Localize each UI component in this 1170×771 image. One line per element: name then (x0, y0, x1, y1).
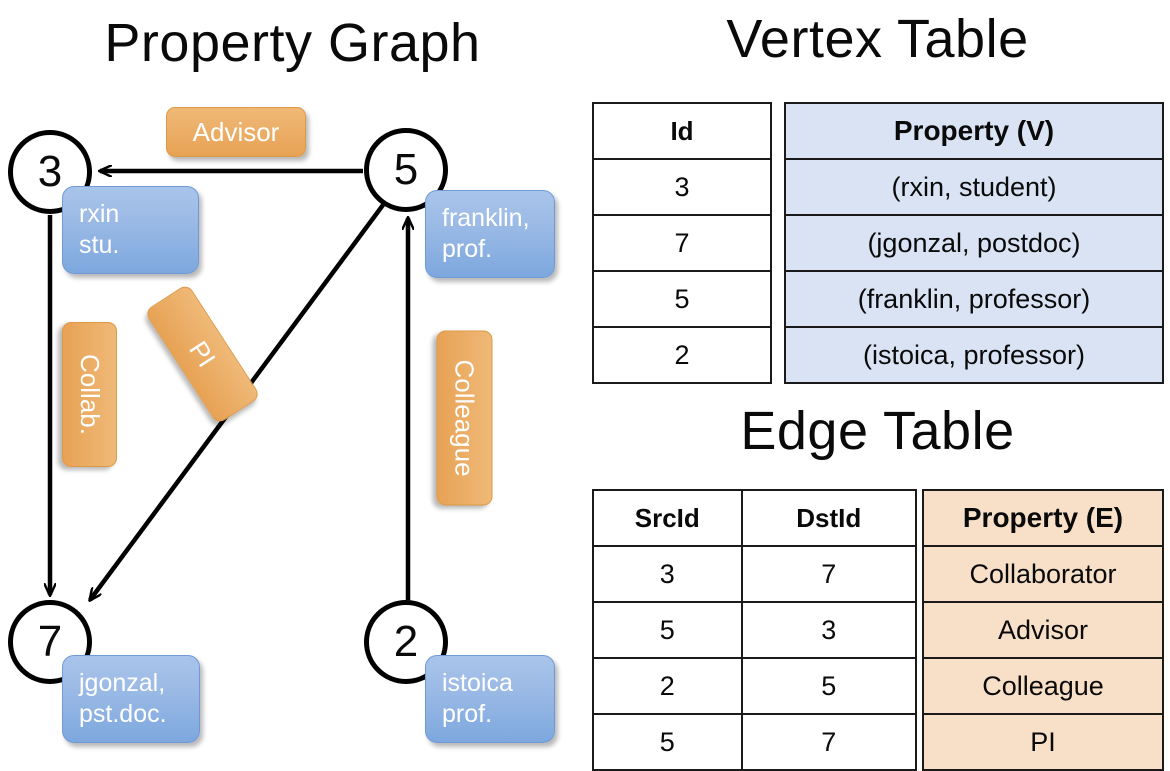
graph-node-3-label: 3 (37, 147, 63, 196)
vertex-table-cell-property: (jgonzal, postdoc) (784, 214, 1164, 272)
edge-property-callout-advisor: Advisor (166, 107, 306, 157)
table-header-row: Property (E) (922, 489, 1164, 547)
edge-table-property-column: Property (E) Collaborator Advisor Collea… (922, 489, 1164, 771)
edge-table-cell-property: Colleague (922, 657, 1164, 715)
edge-table-cell-srcid: 5 (592, 601, 743, 659)
property-graph-diagram: 3 5 7 2 rxin stu. franklin, prof. jgonza… (0, 0, 585, 760)
page-title-vertex-table: Vertex Table (726, 9, 1029, 69)
table-row: (istoica, professor) (784, 326, 1164, 384)
table-row: 3 7 (592, 545, 918, 603)
vertex-table-id-column: Id 3 7 5 2 (592, 102, 772, 384)
vertex-property-callout-7: jgonzal, pst.doc. (62, 655, 200, 743)
table-row: 5 7 (592, 713, 918, 771)
table-row: PI (922, 713, 1164, 771)
table-header-row: Property (V) (784, 102, 1164, 160)
table-row: 7 (592, 214, 772, 272)
edge-table-header-srcid: SrcId (592, 489, 743, 547)
vertex-table-header-property: Property (V) (784, 102, 1164, 160)
table-row: (jgonzal, postdoc) (784, 214, 1164, 272)
edge-table-cell-dstid: 3 (740, 601, 918, 659)
vertex-table-cell-id: 2 (592, 326, 772, 384)
edge-table-cell-dstid: 7 (740, 545, 918, 603)
page-title-property-graph: Property Graph (104, 13, 481, 73)
graph-node-5-label: 5 (393, 145, 419, 194)
edge-table-cell-property: PI (922, 713, 1164, 771)
edge-table-cell-dstid: 7 (740, 713, 918, 771)
page-title-edge-table: Edge Table (740, 401, 1015, 461)
table-header-row: Id (592, 102, 772, 160)
vertex-table-header-id: Id (592, 102, 772, 160)
vertex-property-callout-3: rxin stu. (62, 186, 199, 274)
table-row: Advisor (922, 601, 1164, 659)
vertex-table-cell-property: (franklin, professor) (784, 270, 1164, 328)
graph-node-7-label: 7 (37, 617, 63, 666)
table-row: 2 (592, 326, 772, 384)
table-row: Colleague (922, 657, 1164, 715)
edge-table-id-columns: SrcId DstId 3 7 5 3 2 5 5 7 (592, 489, 918, 771)
edge-table-header-dstid: DstId (740, 489, 918, 547)
graph-node-2-label: 2 (393, 617, 419, 666)
table-row: 5 (592, 270, 772, 328)
graph-node-5[interactable]: 5 (364, 128, 448, 212)
edge-property-callout-collab: Collab. (62, 322, 117, 467)
vertex-table-property-column: Property (V) (rxin, student) (jgonzal, p… (784, 102, 1164, 384)
table-row: Collaborator (922, 545, 1164, 603)
vertex-table-cell-id: 7 (592, 214, 772, 272)
vertex-table-cell-property: (istoica, professor) (784, 326, 1164, 384)
edge-property-callout-colleague: Colleague (436, 330, 493, 506)
table-header-row: SrcId DstId (592, 489, 918, 547)
vertex-property-callout-5: franklin, prof. (425, 190, 555, 278)
edge-table-cell-srcid: 2 (592, 657, 743, 715)
edge-table-cell-property: Advisor (922, 601, 1164, 659)
vertex-table-cell-id: 5 (592, 270, 772, 328)
edge-table-cell-dstid: 5 (740, 657, 918, 715)
table-row: 3 (592, 158, 772, 216)
table-row: 5 3 (592, 601, 918, 659)
table-row: (rxin, student) (784, 158, 1164, 216)
edge-table-cell-property: Collaborator (922, 545, 1164, 603)
table-row: (franklin, professor) (784, 270, 1164, 328)
table-row: 2 5 (592, 657, 918, 715)
vertex-table-cell-property: (rxin, student) (784, 158, 1164, 216)
graph-node-2[interactable]: 2 (364, 600, 448, 684)
edge-table-cell-srcid: 5 (592, 713, 743, 771)
edge-table-cell-srcid: 3 (592, 545, 743, 603)
vertex-property-callout-2: istoica prof. (425, 655, 555, 743)
edge-table-header-property: Property (E) (922, 489, 1164, 547)
vertex-table-cell-id: 3 (592, 158, 772, 216)
